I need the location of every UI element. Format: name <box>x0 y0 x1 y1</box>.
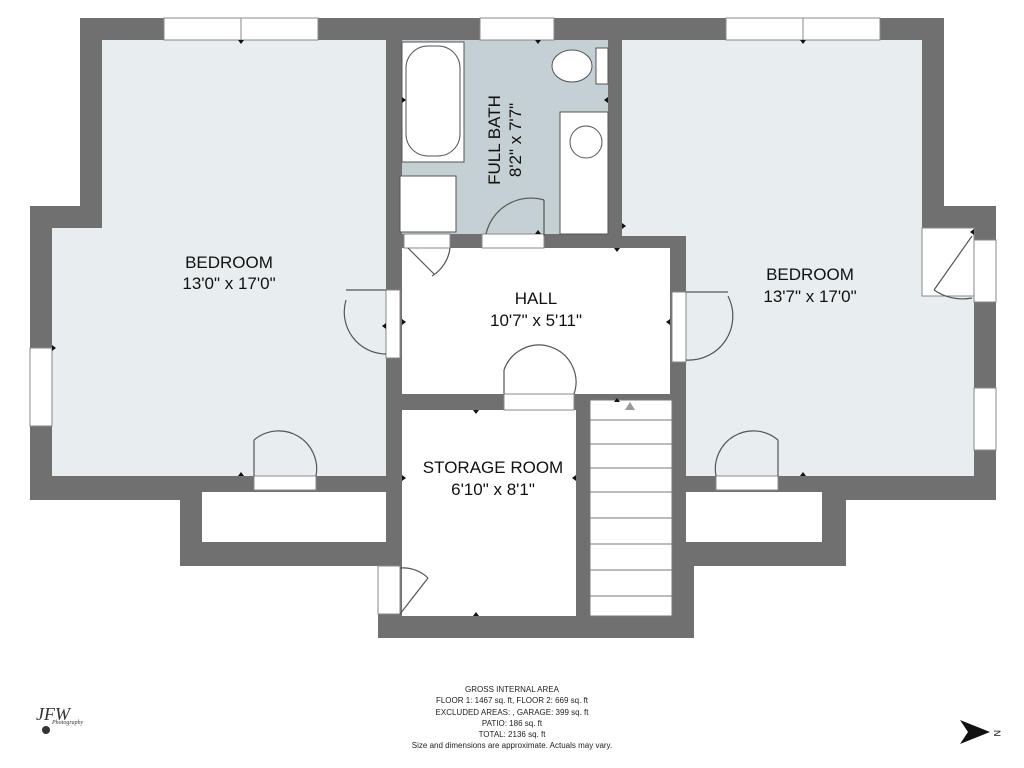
stair-floor <box>590 400 672 616</box>
hall-dims: 10'7" x 5'11" <box>490 311 582 330</box>
logo-subtext: Photography <box>51 720 84 726</box>
hall-floor <box>402 248 670 394</box>
area-note: Size and dimensions are approximate. Act… <box>411 741 613 751</box>
bedroom-right-floor <box>622 40 974 476</box>
toilet-tank-icon <box>595 47 609 85</box>
room-labels: BEDROOM 13'0" x 17'0" FULL BATH 8'2" x 7… <box>182 95 856 499</box>
toilet-bowl-icon <box>551 49 593 83</box>
gross-internal-area: GROSS INTERNAL AREA FLOOR 1: 1467 sq. ft… <box>352 684 672 752</box>
north-label: N <box>992 730 1002 737</box>
bedroom-right-dims: 13'7" x 17'0" <box>763 287 856 306</box>
north-arrow: N <box>960 720 1002 744</box>
area-title: GROSS INTERNAL AREA <box>465 685 559 694</box>
hall-name: HALL <box>515 289 558 308</box>
door-swings <box>253 197 973 615</box>
door-openings <box>253 227 975 615</box>
jfw-photography-logo: JFW Photography <box>36 704 84 734</box>
full-bath-dims: 8'2" x 7'7" <box>506 103 525 177</box>
storage-room-name: STORAGE ROOM <box>423 458 563 477</box>
dimension-markers <box>52 40 974 616</box>
storage-room-dims: 6'10" x 8'1" <box>451 480 535 499</box>
logo-text: JFW <box>36 704 72 724</box>
storage-floor <box>402 410 576 616</box>
stair-up-arrow-icon <box>625 402 635 410</box>
bedroom-right-name: BEDROOM <box>766 265 854 284</box>
closet-right-floor <box>686 492 822 542</box>
area-excluded: EXCLUDED AREAS: , GARAGE: 399 sq. ft <box>435 707 589 717</box>
north-arrow-icon <box>960 720 990 744</box>
area-floors: FLOOR 1: 1467 sq. ft, FLOOR 2: 669 sq. f… <box>435 696 589 706</box>
windows <box>29 17 997 451</box>
full-bath-name: FULL BATH <box>485 95 504 185</box>
bath-fixtures <box>399 41 609 235</box>
closet-left-floor <box>202 492 386 542</box>
area-patio: PATIO: 186 sq. ft <box>481 718 543 728</box>
bedroom-left-name: BEDROOM <box>185 253 273 272</box>
staircase <box>589 399 673 617</box>
sink-icon <box>569 125 603 159</box>
bathtub-basin-icon <box>405 45 461 157</box>
bedroom-left-floor <box>52 40 386 476</box>
linen-closet-icon <box>399 175 457 233</box>
logo-mark-icon <box>42 726 50 734</box>
area-total: TOTAL: 2136 sq. ft <box>478 730 546 740</box>
bedroom-left-dims: 13'0" x 17'0" <box>182 274 275 293</box>
